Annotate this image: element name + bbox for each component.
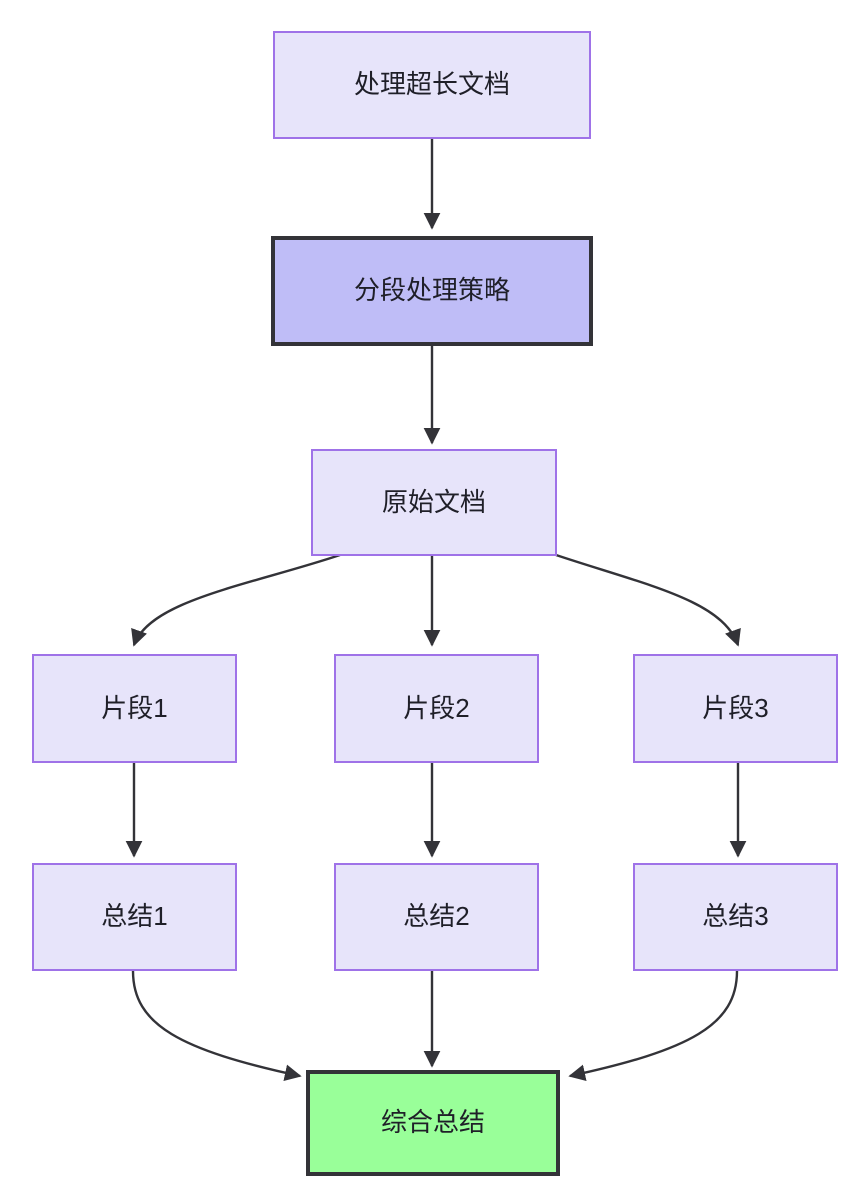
node-source[interactable]: 原始文档	[311, 449, 557, 556]
node-strategy-label: 分段处理策略	[353, 275, 510, 306]
node-sum3[interactable]: 总结3	[633, 863, 838, 971]
node-source-label: 原始文档	[381, 486, 486, 517]
node-strategy[interactable]: 分段处理策略	[271, 236, 593, 346]
node-doc[interactable]: 处理超长文档	[273, 31, 591, 139]
node-chunk1[interactable]: 片段1	[32, 654, 237, 763]
node-chunk3-label: 片段3	[702, 692, 769, 723]
node-final-label: 综合总结	[380, 1107, 485, 1138]
node-doc-label: 处理超长文档	[353, 69, 510, 100]
node-sum1-label: 总结1	[101, 901, 168, 932]
node-chunk1-label: 片段1	[101, 692, 168, 723]
edge-source-to-chunk1	[131, 553, 341, 647]
node-sum3-label: 总结3	[702, 901, 769, 932]
node-chunk2-label: 片段2	[403, 692, 470, 723]
node-sum2-label: 总结2	[403, 901, 470, 932]
node-chunk3[interactable]: 片段3	[633, 654, 838, 763]
edge-sum1-to-final	[131, 970, 302, 1082]
node-chunk2[interactable]: 片段2	[334, 654, 539, 763]
edge-source-to-chunk3	[555, 553, 741, 647]
node-sum2[interactable]: 总结2	[334, 863, 539, 971]
edge-sum3-to-final	[568, 970, 739, 1082]
node-sum1[interactable]: 总结1	[32, 863, 237, 971]
node-final[interactable]: 综合总结	[306, 1070, 560, 1176]
